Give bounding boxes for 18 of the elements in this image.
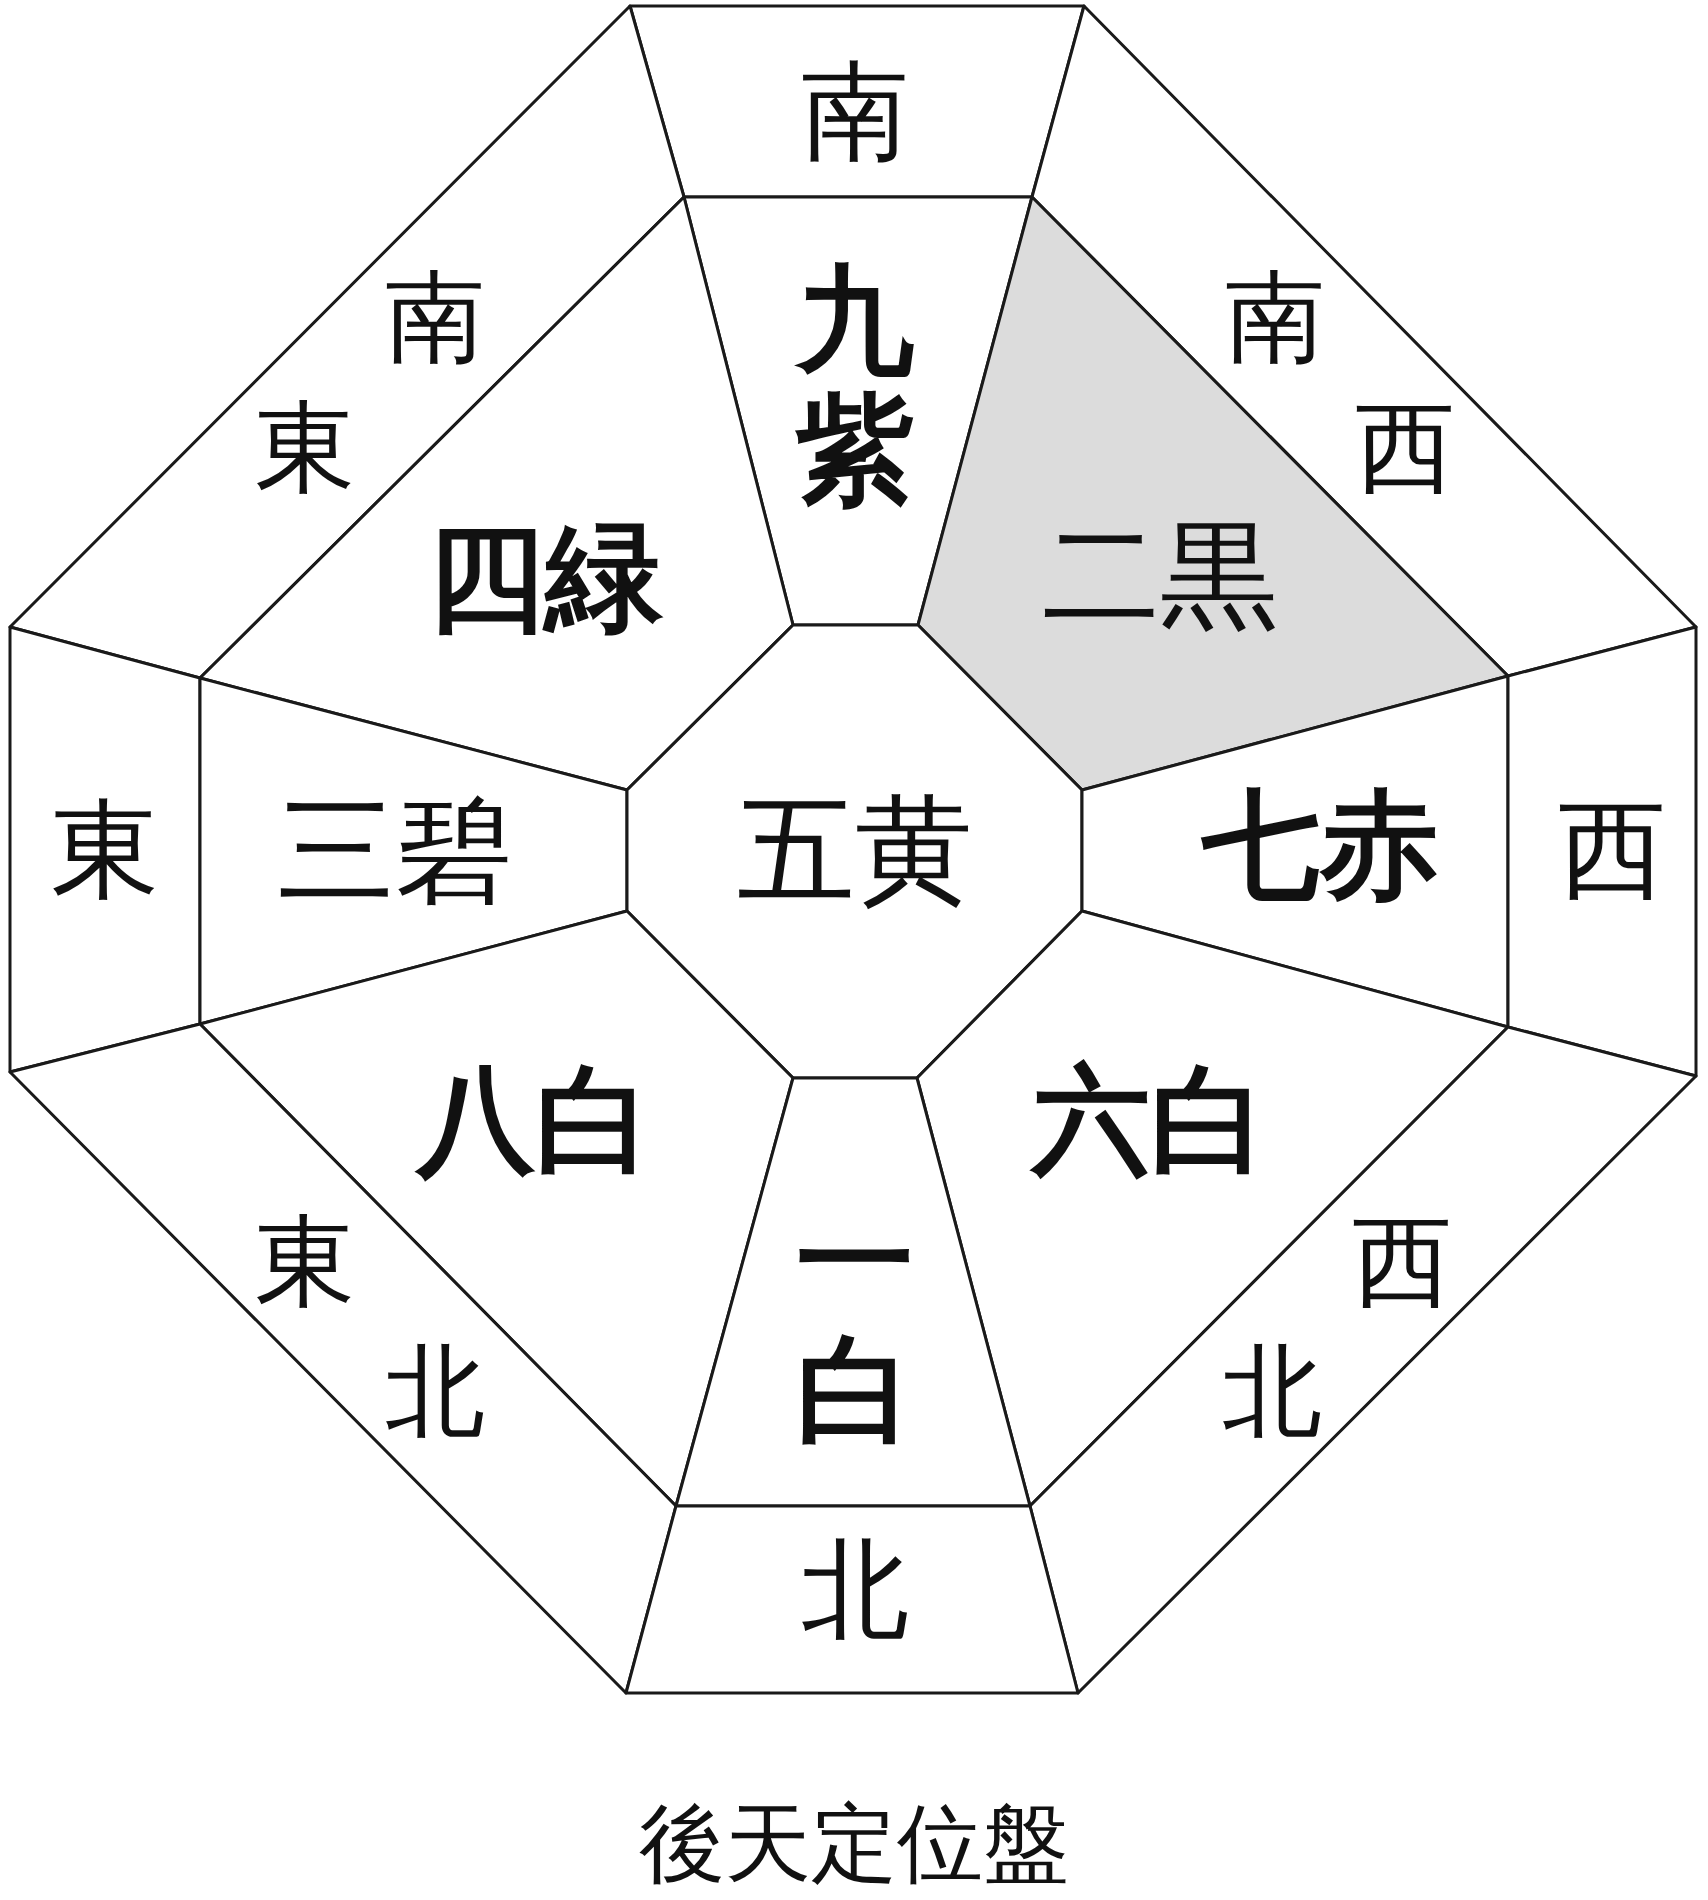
star-label: 五黄 — [737, 791, 973, 909]
direction-label: 西北 — [1222, 1212, 1452, 1442]
direction-label: 南東 — [255, 268, 485, 498]
direction-label: 北 — [801, 1536, 909, 1644]
direction-label: 西 — [1558, 796, 1666, 904]
direction-label: 南西 — [1225, 268, 1455, 498]
star-label: 九紫 — [796, 255, 914, 515]
direction-label: 東 — [51, 796, 159, 904]
star-label: 一白 — [796, 1195, 914, 1455]
direction-label: 南 — [801, 58, 909, 166]
star-label: 四緑 — [427, 519, 663, 637]
board-cell — [200, 678, 627, 1024]
star-label: 七赤 — [1202, 786, 1438, 904]
board-cell — [676, 1078, 1030, 1506]
direction-label: 東北 — [255, 1212, 485, 1442]
star-label: 二黒 — [1042, 516, 1278, 634]
caption: 後天定位盤 — [638, 1800, 1070, 1886]
star-label: 三碧 — [277, 791, 513, 909]
